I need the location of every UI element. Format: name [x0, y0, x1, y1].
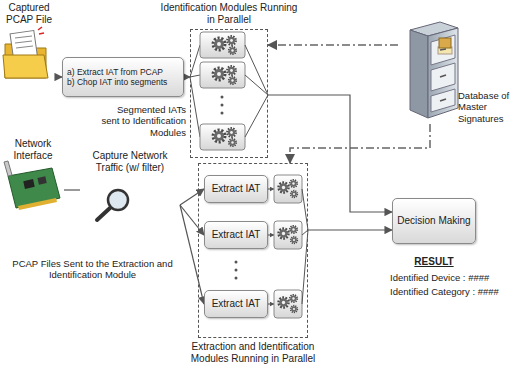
node-text: Extract IAT [212, 298, 261, 310]
node-text: Extract IAT [212, 229, 261, 241]
gear-modules [190, 32, 268, 150]
connector [180, 189, 204, 205]
folder-icon [3, 27, 48, 78]
process-box: Decision Making [392, 198, 476, 244]
node-text: Database of Master Signatures [458, 90, 514, 124]
process-box: Extract IAT [204, 175, 268, 203]
module-group: Extraction and Identification Modules Ru… [198, 163, 308, 366]
icon-node: Network Interface [2, 138, 64, 220]
note-label: PCAP Files Sent to the Extraction and Id… [10, 258, 175, 281]
node-text: b) Chop IAT into segments [67, 77, 167, 87]
connector [308, 229, 392, 230]
database-icon [410, 22, 458, 118]
node-text: Extract IAT [212, 183, 261, 195]
node-text: Extraction and Identification Modules Ru… [173, 341, 333, 365]
connector [64, 189, 80, 190]
note-label: Identified Category : #### [390, 286, 514, 297]
note-label: Segmented IATs sent to Identification Mo… [100, 104, 186, 138]
node-text: Capture Network Traffic (w/ filter) [80, 150, 180, 174]
icon-node: Capture Network Traffic (w/ filter) [80, 150, 180, 222]
dashed-border [190, 29, 268, 158]
connector [268, 44, 398, 46]
node-text: Captured PCAP File [2, 2, 56, 26]
connector [268, 95, 392, 212]
node-text: Identification Modules Running in Parall… [160, 2, 298, 26]
node-text: Decision Making [397, 215, 470, 227]
node-text: a) Extract IAT from PCAP [67, 67, 163, 77]
icon-node: Database of Master Signatures [398, 20, 514, 124]
note-label: Identified Device : #### [390, 272, 514, 283]
network-card-icon [4, 161, 60, 210]
connector [180, 205, 204, 304]
process-box: Extract IAT [204, 221, 268, 249]
process-box: Extract IAT [204, 290, 268, 318]
connector [290, 124, 430, 163]
process-box: a) Extract IAT from PCAPb) Chop IAT into… [62, 57, 184, 97]
node-text: Network Interface [2, 138, 64, 162]
icon-node: Captured PCAP File [2, 2, 56, 80]
magnifier-icon [97, 190, 128, 220]
module-group: Identification Modules Running in Parall… [190, 2, 268, 158]
result-heading: RESULT [392, 256, 476, 268]
